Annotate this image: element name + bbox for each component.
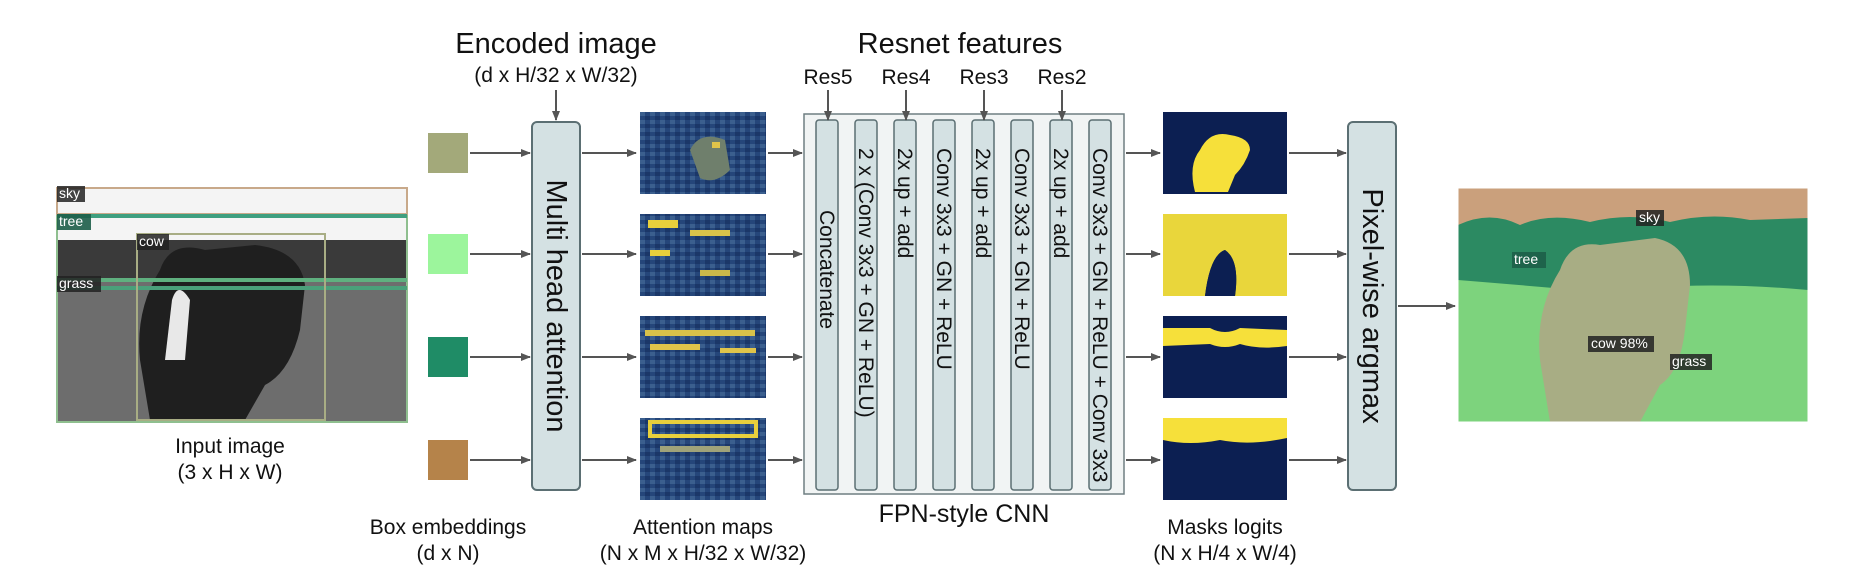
input-image: sky tree cow grass bbox=[56, 185, 408, 423]
box-embedding-4 bbox=[428, 440, 468, 480]
fpn-column-label: 2x up + add bbox=[971, 148, 994, 258]
attention-maps-label: Attention maps bbox=[632, 516, 774, 539]
mask-logit-4 bbox=[1163, 418, 1287, 500]
fpn-column-up-add-3: 2x up + add bbox=[1049, 119, 1073, 491]
output-segmentation: sky tree cow 98% grass bbox=[1457, 187, 1809, 423]
input-tag-sky: sky bbox=[59, 185, 80, 201]
box-embeddings bbox=[428, 133, 468, 480]
input-image-label: Input image bbox=[175, 435, 285, 458]
res3-label: Res3 bbox=[959, 66, 1009, 89]
encoded-image-dims: (d x H/32 x W/32) bbox=[474, 64, 638, 87]
multi-head-attention-block: Multi head attention bbox=[531, 121, 581, 491]
mask-logits bbox=[1163, 112, 1287, 500]
fpn-style-cnn-label: FPN-style CNN bbox=[878, 500, 1050, 528]
box-embeddings-dims: (d x N) bbox=[416, 542, 480, 565]
mask-logit-1 bbox=[1163, 112, 1287, 194]
input-tag-grass: grass bbox=[59, 275, 93, 291]
attention-maps-dims: (N x M x H/32 x W/32) bbox=[599, 542, 807, 565]
fpn-column-label: Conv 3x3 + GN + ReLU bbox=[1010, 148, 1033, 370]
attention-map-4 bbox=[640, 418, 766, 500]
fpn-column-concatenate: Concatenate bbox=[815, 119, 839, 491]
resnet-features-title: Resnet features bbox=[857, 28, 1063, 60]
fpn-column-label: 2x up + add bbox=[893, 148, 916, 258]
box-embeddings-label: Box embeddings bbox=[369, 516, 527, 539]
input-image-dims: (3 x H x W) bbox=[177, 461, 283, 484]
mask-logit-2 bbox=[1163, 214, 1287, 296]
masks-logits-label: Masks logits bbox=[1167, 516, 1283, 539]
fpn-column-label: 2x up + add bbox=[1049, 148, 1072, 258]
output-tag-tree: tree bbox=[1514, 251, 1538, 267]
multi-head-attention-label: Multi head attention bbox=[540, 179, 572, 432]
output-tag-sky: sky bbox=[1639, 209, 1660, 225]
box-embedding-3 bbox=[428, 337, 468, 377]
output-tag-cow: cow 98% bbox=[1591, 335, 1648, 351]
fpn-column-conv-final: Conv 3x3 + GN + ReLU + Conv 3x3 bbox=[1088, 119, 1112, 491]
res2-label: Res2 bbox=[1037, 66, 1087, 89]
pixel-wise-argmax-label: Pixel-wise argmax bbox=[1356, 188, 1388, 424]
fpn-column-conv-relu-2: Conv 3x3 + GN + ReLU bbox=[1010, 119, 1034, 491]
box-embedding-1 bbox=[428, 133, 468, 173]
mask-logit-3 bbox=[1163, 316, 1287, 398]
attention-arrows bbox=[582, 149, 637, 464]
fpn-column-conv-relu-x2: 2 x (Conv 3x3 + GN + ReLU) bbox=[854, 119, 878, 491]
fpn-arrows bbox=[1126, 149, 1161, 464]
pixel-wise-argmax-block: Pixel-wise argmax bbox=[1347, 121, 1397, 491]
attention-map-2 bbox=[640, 214, 766, 296]
embedding-arrows bbox=[470, 90, 560, 464]
attention-map-1 bbox=[640, 112, 766, 194]
fpn-column-up-add-2: 2x up + add bbox=[971, 119, 995, 491]
fpn-column-label: 2 x (Conv 3x3 + GN + ReLU) bbox=[854, 148, 877, 418]
fpn-column-conv-relu-1: Conv 3x3 + GN + ReLU bbox=[932, 119, 956, 491]
input-tag-tree: tree bbox=[59, 213, 83, 229]
res-arrows bbox=[824, 90, 1066, 121]
fpn-column-label: Conv 3x3 + GN + ReLU bbox=[932, 148, 955, 370]
mask-arrows bbox=[1289, 149, 1347, 464]
fpn-column-label: Concatenate bbox=[815, 210, 838, 329]
masks-logits-dims: (N x H/4 x W/4) bbox=[1153, 542, 1297, 565]
attention-maps bbox=[640, 112, 766, 500]
fpn-columns: Concatenate 2 x (Conv 3x3 + GN + ReLU) 2x … bbox=[815, 119, 1112, 491]
res4-label: Res4 bbox=[881, 66, 931, 89]
input-tag-cow: cow bbox=[139, 233, 165, 249]
box-embedding-2 bbox=[428, 234, 468, 274]
fpn-style-cnn: Concatenate 2 x (Conv 3x3 + GN + ReLU) 2x … bbox=[803, 113, 1125, 495]
attention-map-3 bbox=[640, 316, 766, 398]
output-tag-grass: grass bbox=[1672, 353, 1706, 369]
fpn-column-up-add-1: 2x up + add bbox=[893, 119, 917, 491]
encoded-image-title: Encoded image bbox=[455, 28, 657, 60]
fpn-column-label: Conv 3x3 + GN + ReLU + Conv 3x3 bbox=[1088, 148, 1111, 482]
maps-arrows bbox=[768, 149, 803, 464]
res5-label: Res5 bbox=[803, 66, 853, 89]
